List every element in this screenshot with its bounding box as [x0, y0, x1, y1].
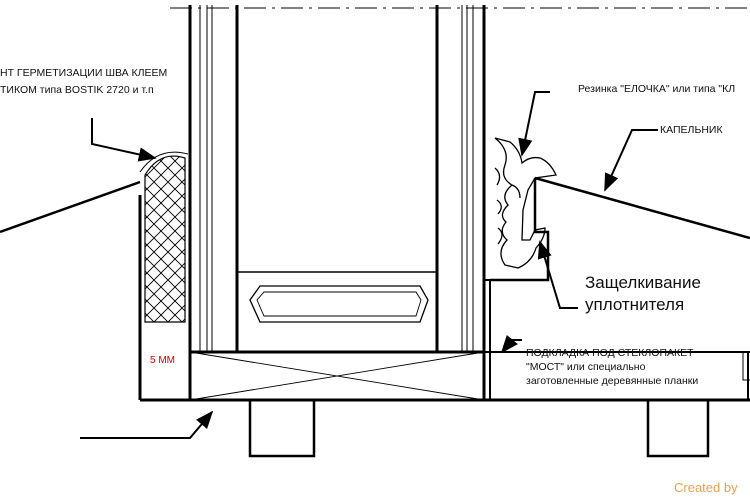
- gasket-label: Резинка "ЕЛОЧКА" или типа "КЛ: [578, 83, 735, 95]
- leader-lines: [80, 91, 658, 439]
- rubber-gasket: [494, 137, 557, 269]
- support-label-line1: ПОДКЛАДКА ПОД СТЕКЛОПАКЕТ: [526, 347, 694, 359]
- sill-step: [742, 352, 750, 381]
- seal-label-line2: ТИКОМ типа BOSTIK 2720 и т.п: [0, 84, 154, 96]
- support-block: [188, 350, 486, 402]
- seal-label-line1: НТ ГЕРМЕТИЗАЦИИ ШВА КЛЕЕМ: [0, 67, 167, 79]
- support-label-line2: "МОСТ" или специально: [526, 361, 646, 373]
- support-legs: [248, 398, 710, 458]
- drip-label: КАПЕЛЬНИК: [660, 124, 723, 136]
- support-label-line3: заготовленные деревянные планки: [526, 375, 698, 387]
- snap-label-line2: уплотнителя: [585, 295, 684, 314]
- drip-edge: [490, 176, 750, 282]
- left-leader: [0, 180, 141, 234]
- glass-unit: [188, 5, 486, 352]
- gap-dimension: 5 ММ: [150, 355, 175, 366]
- watermark: Created by: [674, 480, 738, 495]
- sealant-joint: [139, 151, 189, 323]
- snap-label-line1: Защелкивание: [585, 273, 701, 292]
